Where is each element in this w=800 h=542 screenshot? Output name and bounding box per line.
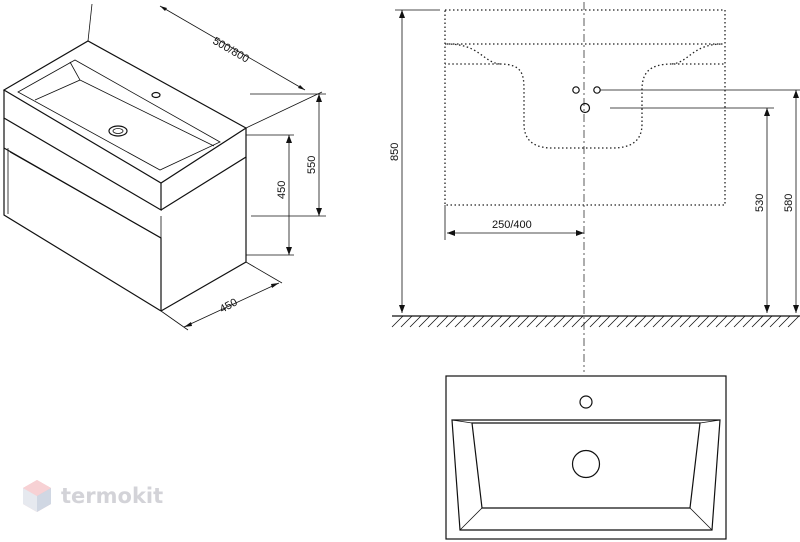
dim-iso-width: 500/800 [211,35,251,65]
floor-hatching [391,315,800,328]
top-drain [571,449,601,479]
top-view [445,375,727,540]
watermark: termokit [23,480,163,512]
iso-tap-hole [151,91,161,99]
top-bowl-outer [451,419,721,531]
top-basin-outline [445,375,727,540]
front-view: 850 250/400 530 580 [389,2,800,372]
dim-iso-height-total: 550 [306,156,318,174]
front-drain-outlet [579,102,591,114]
dim-front-outlet-low: 530 [754,194,766,212]
front-cabinet-outline [444,9,726,206]
dim-front-total-height: 850 [389,143,401,161]
iso-drain [108,125,128,137]
iso-basin-top [2,40,248,184]
top-bowl-inner [471,422,701,509]
dim-front-width-offset: 250/400 [492,219,532,231]
isometric-view: 500/800 550 450 450 [2,3,326,331]
iso-bowl-rim [17,59,221,171]
dim-iso-depth: 450 [218,296,240,315]
front-siphon-recess [445,43,725,149]
dim-iso-height-cabinet: 450 [276,181,288,199]
dim-front-outlet-high: 580 [783,194,795,212]
top-tap-hole [579,395,593,409]
watermark-logo-icon [23,480,51,512]
watermark-text: termokit [61,484,163,508]
